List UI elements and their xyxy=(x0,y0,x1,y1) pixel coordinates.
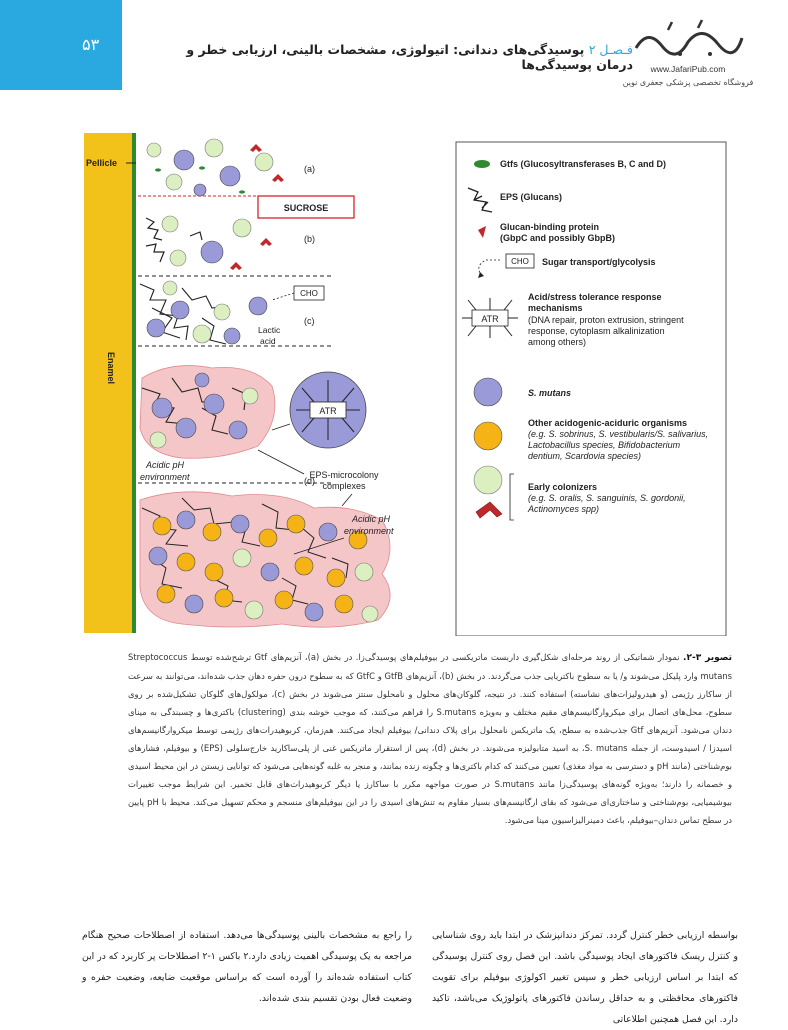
legend-gtfs: Gtfs (Glucosyltransferases B, C and D) xyxy=(500,159,666,169)
legend-s-mutans-icon xyxy=(473,377,503,407)
legend-gbp-2: (GbpC and possibly GbpB) xyxy=(500,233,615,243)
stage-a-cells xyxy=(146,138,284,197)
body-column-left: را راجع به مشخصات بالینی پوسیدگی‌ها می‌د… xyxy=(82,930,412,1004)
legend-other-title: Other acidogenic-aciduric organisms xyxy=(528,418,687,428)
legend-early-rod-icon xyxy=(475,501,503,519)
chapter-title: پوسیدگی‌های دندانی: اتیولوژی، مشخصات بال… xyxy=(186,42,633,72)
legend-early-1: (e.g. S. oralis, S. sanguinis, S. gordon… xyxy=(528,493,686,503)
gtfs-icon xyxy=(474,160,490,168)
sucrose-label: SUCROSE xyxy=(284,203,329,213)
legend-sugar: Sugar transport/glycolysis xyxy=(542,257,656,267)
enamel-bar xyxy=(84,133,132,633)
stage-c-label: (c) xyxy=(304,316,315,326)
publisher-logo: www.JafariPub.com فروشگاه تخصصی پزشکی جع… xyxy=(618,18,758,98)
legend-cho: CHO xyxy=(511,257,529,266)
legend-other-3: dentium, Scardovia species) xyxy=(528,451,641,461)
legend-other-acid-icon xyxy=(473,421,503,451)
legend-early-icon xyxy=(473,465,503,495)
legend-atr-desc-3: among others) xyxy=(528,337,586,347)
legend-s-mutans: S. mutans xyxy=(528,388,571,398)
atr-label: ATR xyxy=(319,406,337,416)
legend-other-2: Lactobacillus species, Bifidobacterium xyxy=(528,440,681,450)
legend-atr-title-2: mechanisms xyxy=(528,303,583,313)
eps-zone-1-cells xyxy=(141,372,259,449)
gbp-icon xyxy=(478,226,486,238)
legend-atr-desc-1: (DNA repair, proton extrusion, stringent xyxy=(528,315,684,325)
acidic-ph-label-1a: Acidic pH xyxy=(145,460,185,470)
lactic-acid-label-1: Lactic xyxy=(258,325,281,335)
stage-d-label: (d) xyxy=(304,476,315,486)
page-number: ۵۳ xyxy=(82,37,100,54)
eps-zone-2-cells xyxy=(141,497,379,623)
sucrose-box xyxy=(257,195,355,219)
legend-early-2: Actinomyces spp) xyxy=(527,504,599,514)
legend-cho-box xyxy=(505,253,535,269)
legend-atr: ATR xyxy=(481,314,499,324)
legend-eps: EPS (Glucans) xyxy=(500,192,562,202)
chapter-label: فـصـل ۲ xyxy=(588,42,633,57)
legend-other-1: (e.g. S. sobrinus, S. vestibularis/S. sa… xyxy=(528,429,708,439)
legend-atr-desc-2: response, cytoplasm alkalinization xyxy=(528,326,665,336)
atr-arrows xyxy=(296,380,360,440)
logo-url: www.JafariPub.com xyxy=(650,64,726,74)
acidic-ph-label-1b: environment xyxy=(140,472,190,482)
caption-text: نمودار شماتیکی از روند مرحله‌ای شکل‌گیری… xyxy=(128,652,733,825)
enamel-label: Enamel xyxy=(106,352,116,384)
eps-complex-label-1: EPS-microcolony xyxy=(309,470,379,480)
page-number-box: ۵۳ xyxy=(0,0,122,90)
figure-caption: تصویر ۳-۲. نمودار شماتیکی از روند مرحله‌… xyxy=(128,648,732,829)
legend-atr-arrows xyxy=(462,298,518,338)
caption-label: تصویر ۳-۲. xyxy=(683,653,732,663)
cho-label-c: CHO xyxy=(300,289,318,298)
logo-calligraphy-icon xyxy=(634,19,744,56)
body-column-right: بواسطه ارزیابی خطر کنترل گردد. تمرکز دند… xyxy=(432,930,738,1025)
eps-complex-label-2: complexes xyxy=(322,481,366,491)
acidic-ph-label-2a: Acidic pH xyxy=(351,514,391,524)
pellicle-label: Pellicle xyxy=(86,158,117,168)
legend-early-title: Early colonizers xyxy=(528,482,597,492)
chapter-header: فـصـل ۲ پوسیدگی‌های دندانی: اتیولوژی، مش… xyxy=(163,42,633,72)
stage-b-label: (b) xyxy=(304,234,315,244)
pellicle-line xyxy=(132,133,136,633)
legend-atr-title-1: Acid/stress tolerance response xyxy=(528,292,662,302)
biofilm-diagram: Enamel Pellicle SUCROSE (a) (b) (c) (d) xyxy=(84,133,727,636)
eps-icon xyxy=(467,187,493,213)
legend-gbp-1: Glucan-binding protein xyxy=(500,222,599,232)
biofilm-figure: Enamel Pellicle SUCROSE (a) (b) (c) (d) xyxy=(82,128,732,636)
stage-a-label: (a) xyxy=(304,164,315,174)
lactic-acid-label-2: acid xyxy=(260,336,276,346)
acidic-ph-label-2b: environment xyxy=(344,526,394,536)
stage-c-cells xyxy=(139,280,268,345)
stage-b-cells xyxy=(145,215,272,270)
logo-subtitle: فروشگاه تخصصی پزشکی جعفری نوین xyxy=(622,78,754,87)
